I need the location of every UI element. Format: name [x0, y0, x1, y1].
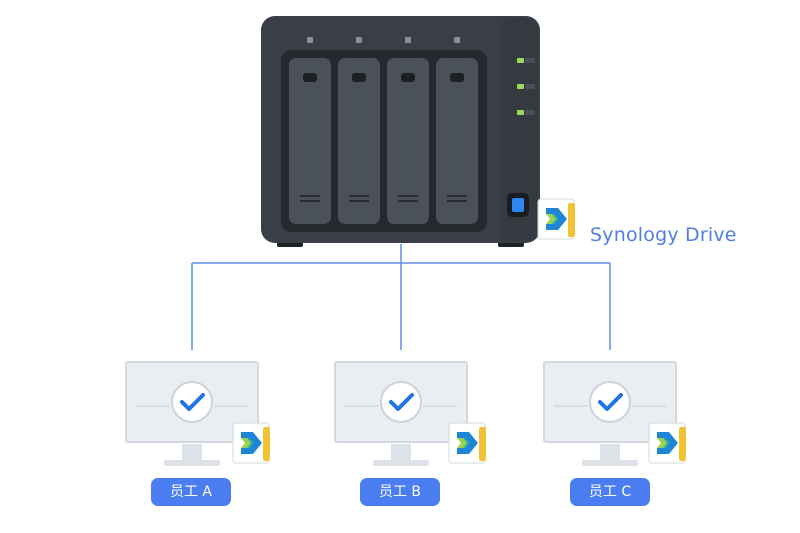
status-leds — [517, 58, 524, 115]
synology-drive-icon — [648, 422, 687, 464]
bay-2 — [338, 58, 380, 224]
nas-server — [261, 16, 540, 247]
check-icon — [389, 393, 414, 411]
client-computer-b — [334, 361, 487, 467]
bay-4 — [436, 58, 478, 224]
synology-drive-icon — [232, 422, 271, 464]
led-1 — [517, 58, 524, 63]
bay-3 — [387, 58, 429, 224]
synology-drive-icon — [448, 422, 487, 464]
client-computer-c — [543, 361, 687, 467]
check-icon — [598, 393, 623, 411]
app-name-label: Synology Drive — [590, 224, 737, 246]
employee-b-label: 员工 B — [360, 478, 440, 506]
check-icon — [180, 393, 205, 411]
connector-lines — [191, 244, 611, 350]
power-button — [507, 193, 529, 217]
bay-indicator-dots — [307, 37, 460, 43]
server-face — [500, 18, 538, 241]
bay-frame — [281, 50, 487, 232]
led-3 — [517, 110, 524, 115]
bay-1 — [289, 58, 331, 224]
led-2 — [517, 84, 524, 89]
client-computer-a — [125, 361, 271, 467]
employee-c-label: 员工 C — [570, 478, 650, 506]
employee-a-label: 员工 A — [151, 478, 231, 506]
synology-drive-icon — [537, 198, 576, 240]
